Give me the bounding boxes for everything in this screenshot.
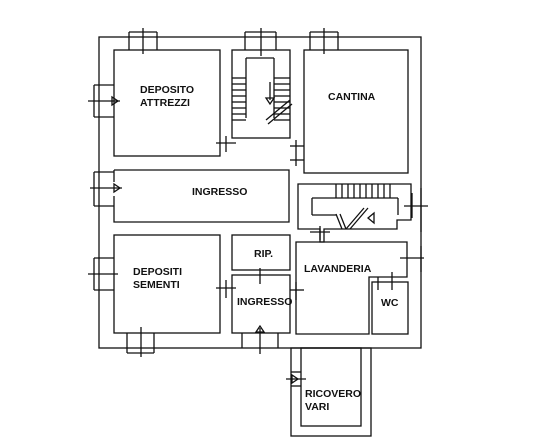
room-label-lavanderia: LAVANDERIA — [304, 263, 371, 276]
room-label-line: VARI — [305, 401, 330, 413]
openings — [88, 28, 428, 387]
room-label-line: DEPOSITO — [140, 84, 195, 96]
room-label-line: LAVANDERIA — [304, 263, 372, 275]
room-label-line: ATTREZZI — [140, 97, 190, 109]
room-label-wc: WC — [381, 297, 399, 310]
room-label-deposito-attrezzi: DEPOSITO ATTREZZI — [140, 84, 194, 110]
room-label-line: INGRESSO — [192, 186, 248, 198]
wc-room — [371, 281, 409, 335]
room-label-ingresso-main: INGRESSO — [192, 186, 247, 199]
ripostiglio-room — [231, 234, 291, 271]
depositi-sementi-room — [113, 234, 221, 334]
room-label-line: RICOVERO — [305, 388, 362, 400]
stair-1-room — [231, 49, 291, 139]
room-label-ricovero-vari: RICOVERO VARI — [305, 388, 361, 414]
room-label-ripostiglio: RIP. — [254, 248, 273, 261]
ingresso-small-room — [231, 274, 291, 334]
room-label-line: SEMENTI — [133, 279, 180, 291]
stair-1-steps — [232, 57, 293, 125]
room-label-cantina: CANTINA — [328, 91, 375, 104]
arrow-markers — [111, 95, 375, 385]
room-label-ingresso-small: INGRESSO — [237, 296, 292, 309]
room-label-line: DEPOSITI — [133, 266, 183, 278]
room-label-depositi-sementi: DEPOSITI SEMENTI — [133, 266, 182, 292]
room-label-line: CANTINA — [328, 91, 376, 103]
room-label-line: WC — [381, 297, 399, 309]
annex-inner-wall — [300, 347, 362, 427]
room-label-line: INGRESSO — [237, 296, 293, 308]
room-label-line: RIP. — [254, 248, 274, 260]
stair-2-steps — [311, 184, 399, 230]
cantina-room — [303, 49, 409, 174]
stair-2-room — [297, 183, 412, 243]
lavanderia-room — [295, 241, 408, 335]
